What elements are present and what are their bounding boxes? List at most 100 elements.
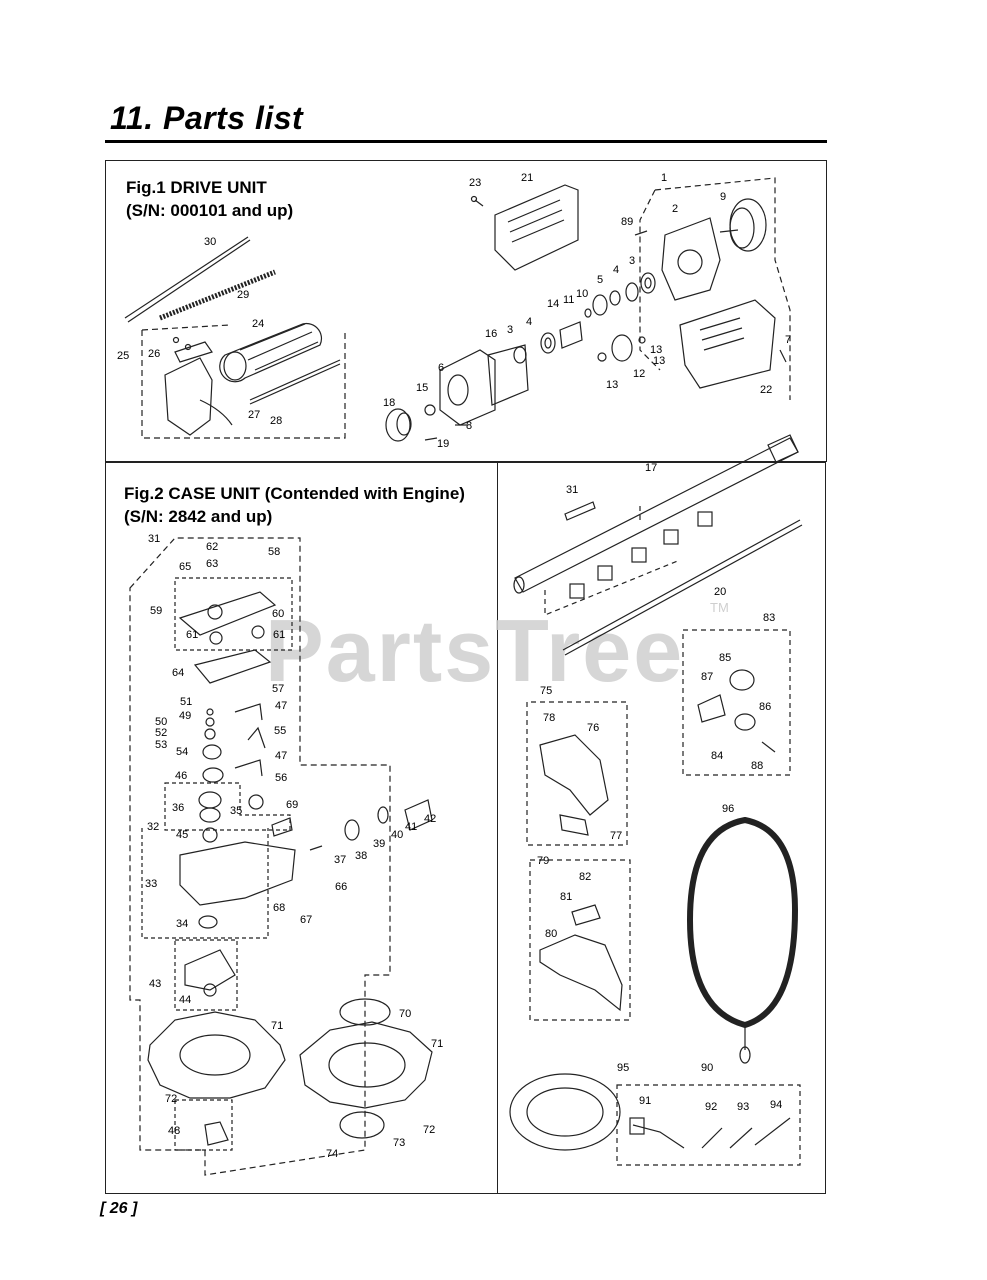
label-31: 31 [148, 533, 160, 545]
label-91: 91 [639, 1095, 651, 1107]
label-75: 75 [540, 685, 552, 697]
label-46: 46 [175, 770, 187, 782]
label-18: 18 [383, 397, 395, 409]
label-41: 41 [405, 821, 417, 833]
label-76: 76 [587, 722, 599, 734]
section-title: 11. Parts list [110, 100, 304, 136]
label-77: 77 [610, 830, 622, 842]
clamp-parts [697, 669, 776, 753]
label-4a: 4 [613, 264, 619, 276]
label-5: 5 [597, 274, 603, 286]
label-53: 53 [155, 739, 167, 751]
label-plate [564, 501, 596, 521]
label-95: 95 [617, 1062, 629, 1074]
label-13b: 13 [606, 379, 618, 391]
label-86: 86 [759, 701, 771, 713]
label-33: 33 [145, 878, 157, 890]
label-8: 8 [466, 420, 472, 432]
label-30: 30 [204, 236, 216, 248]
shield [539, 904, 623, 1012]
label-20: 20 [714, 586, 726, 598]
harness [686, 816, 799, 1064]
right-panel-frame [491, 462, 826, 1194]
label-2: 2 [672, 203, 678, 215]
label-56: 56 [275, 772, 287, 784]
screws-fig1 [424, 195, 787, 441]
page-number-value: 26 [109, 1200, 128, 1217]
label-24: 24 [252, 318, 264, 330]
label-64: 64 [172, 667, 184, 679]
label-22: 22 [760, 384, 772, 396]
engine-cover-top [494, 184, 579, 271]
label-16: 16 [485, 328, 497, 340]
fig2-mid-box [164, 782, 291, 831]
guard [539, 734, 609, 836]
label-61a: 61 [186, 629, 198, 641]
label-36: 36 [172, 802, 184, 814]
clutch-drum [719, 198, 767, 252]
label-52: 52 [155, 727, 167, 739]
label-31b: 31 [566, 484, 578, 496]
label-83: 83 [763, 612, 775, 624]
label-73: 73 [393, 1137, 405, 1149]
label-72a: 72 [165, 1093, 177, 1105]
label-10: 10 [576, 288, 588, 300]
fig2-hub-box [174, 939, 238, 1011]
fig1-serial: (S/N: 000101 and up) [126, 201, 294, 220]
label-87: 87 [701, 671, 713, 683]
stop-wire [249, 359, 341, 405]
label-88: 88 [751, 760, 763, 772]
label-14: 14 [547, 298, 559, 310]
label-58: 58 [268, 546, 280, 558]
label-72b: 72 [423, 1124, 435, 1136]
label-80: 80 [545, 928, 557, 940]
tool-group-box [616, 1084, 801, 1166]
label-39: 39 [373, 838, 385, 850]
fig2-spindle-box [174, 1099, 233, 1151]
label-3b: 3 [507, 324, 513, 336]
fig2-upper-box [174, 577, 293, 651]
fig1-labels: 1 2 3 3 4 4 5 6 7 8 9 10 11 12 13 13 13 … [117, 172, 791, 450]
label-35: 35 [230, 805, 242, 817]
label-79: 79 [537, 855, 549, 867]
label-17: 17 [645, 462, 657, 474]
label-69: 69 [286, 799, 298, 811]
label-89: 89 [621, 216, 633, 228]
bearings [513, 272, 656, 364]
fig2-labels: 31 32 33 34 35 36 37 38 39 40 41 42 43 4… [145, 533, 443, 1160]
label-42: 42 [424, 813, 436, 825]
label-23: 23 [469, 177, 481, 189]
fig1-group-lines [141, 177, 791, 439]
label-44: 44 [179, 994, 191, 1006]
label-84: 84 [711, 750, 723, 762]
bearing-18 [385, 408, 412, 442]
label-82: 82 [579, 871, 591, 883]
shaft-dash [544, 505, 681, 616]
label-6: 6 [438, 362, 444, 374]
label-48: 48 [168, 1125, 180, 1137]
label-40: 40 [391, 829, 403, 841]
label-71b: 71 [431, 1038, 443, 1050]
label-85: 85 [719, 652, 731, 664]
label-9: 9 [720, 191, 726, 203]
label-34: 34 [176, 918, 188, 930]
label-4b: 4 [526, 316, 532, 328]
label-21: 21 [521, 172, 533, 184]
bumper-ring [509, 1073, 621, 1151]
label-81: 81 [560, 891, 572, 903]
label-74: 74 [326, 1148, 338, 1160]
label-29: 29 [237, 289, 249, 301]
clamp-group-box [682, 629, 791, 776]
label-66: 66 [335, 881, 347, 893]
label-1: 1 [661, 172, 667, 184]
label-28: 28 [270, 415, 282, 427]
label-65: 65 [179, 561, 191, 573]
title-rule [105, 140, 827, 143]
label-27: 27 [248, 409, 260, 421]
label-43: 43 [149, 978, 161, 990]
gear-case [661, 217, 721, 301]
label-67: 67 [300, 914, 312, 926]
label-50: 50 [155, 716, 167, 728]
label-70: 70 [399, 1008, 411, 1020]
